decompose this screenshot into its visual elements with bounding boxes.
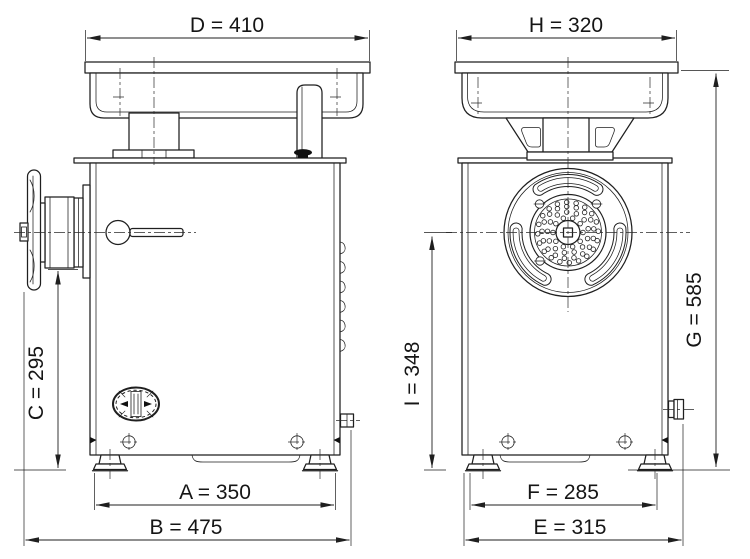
tray-support-bracket — [296, 84, 323, 158]
dimension-F: F = 285 — [469, 473, 658, 510]
dimension-I: I = 348 — [401, 232, 452, 471]
side-body — [89, 162, 341, 456]
side-tray-rim — [84, 61, 371, 74]
side-view — [14, 57, 371, 479]
front-neck-flange — [526, 151, 614, 161]
dimension-E-label: E = 315 — [534, 516, 607, 539]
side-body-top-plate — [73, 157, 347, 164]
dimension-A-label: A = 350 — [179, 481, 251, 504]
front-view — [446, 57, 694, 479]
dimensions: D = 410 H = 320 C = 295 I = 348 G = 585 … — [14, 14, 730, 546]
side-neck-flange — [112, 149, 195, 159]
side-tray-pan — [89, 72, 364, 119]
dimension-D-label: D = 410 — [190, 14, 264, 37]
dimension-D: D = 410 — [85, 14, 370, 61]
head-collar — [82, 184, 91, 279]
dimension-I-label: I = 348 — [401, 342, 424, 407]
dimension-G-label: G = 585 — [683, 272, 706, 347]
side-centerlines — [14, 57, 360, 479]
grinder-head-side — [19, 169, 91, 291]
dimension-C-label: C = 295 — [25, 346, 48, 420]
dimension-A: A = 350 — [94, 473, 336, 510]
front-tray-pan — [461, 72, 669, 119]
front-feet — [464, 454, 674, 472]
plate-screws — [533, 199, 603, 266]
front-tray-rim — [454, 61, 679, 74]
side-base-recess — [191, 454, 301, 463]
dimension-C: C = 295 — [14, 269, 78, 471]
dimension-F-label: F = 285 — [527, 481, 599, 504]
dimension-B-label: B = 475 — [150, 516, 223, 539]
brand-emblem — [112, 386, 160, 422]
dimension-H: H = 320 — [456, 14, 677, 61]
dimension-B: B = 475 — [23, 292, 352, 546]
dimension-E: E = 315 — [463, 424, 684, 546]
dimension-H-label: H = 320 — [529, 14, 603, 37]
curved-slots — [509, 173, 627, 286]
side-feet — [91, 454, 339, 472]
side-tray-pan-inner — [95, 72, 358, 113]
dimension-G: G = 585 — [628, 70, 730, 471]
vent-louvers — [339, 241, 346, 352]
plate-holes — [535, 199, 601, 266]
front-base-recess — [499, 454, 591, 463]
front-centerlines — [446, 57, 694, 479]
